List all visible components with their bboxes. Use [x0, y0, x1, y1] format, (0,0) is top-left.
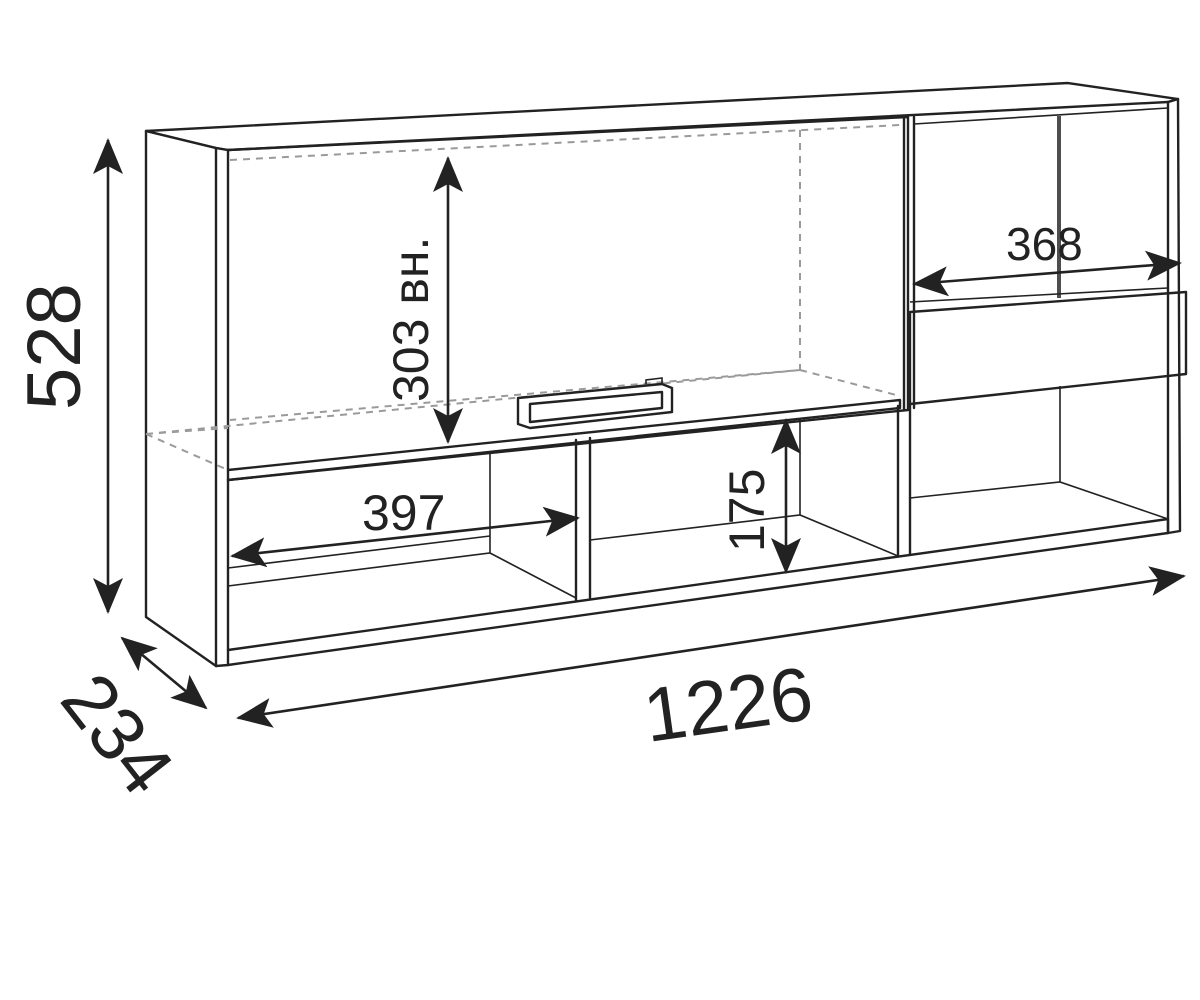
middle-shelf [226, 398, 902, 482]
partition-middle [896, 402, 912, 558]
door-handle-clip [645, 377, 663, 384]
dimension-lines [93, 138, 1186, 728]
drawer-front [908, 290, 1188, 406]
label-total-width: 1226 [639, 651, 818, 759]
dim-line-depth [120, 636, 208, 710]
left-side-panel [144, 129, 218, 668]
label-right-section: 368 [1006, 218, 1083, 270]
dim-line-total-width [236, 566, 1186, 728]
label-total-height: 528 [12, 283, 97, 410]
dim-line-right-section [912, 250, 1182, 297]
label-inner-height: 303 вн. [383, 237, 439, 402]
label-left-shelf: 397 [362, 485, 445, 541]
hidden-lines [145, 124, 901, 471]
dim-line-left-shelf [230, 506, 580, 568]
label-depth: 234 [45, 658, 190, 810]
cabinet-body [144, 81, 1188, 668]
right-side-panel [1166, 97, 1182, 535]
front-door [226, 115, 910, 482]
label-middle-niche-height: 175 [719, 469, 775, 552]
door-handle [516, 382, 674, 430]
dimension-labels: 528 234 1226 303 вн. 397 368 175 [12, 218, 1083, 810]
left-side-front-edge [214, 146, 230, 668]
